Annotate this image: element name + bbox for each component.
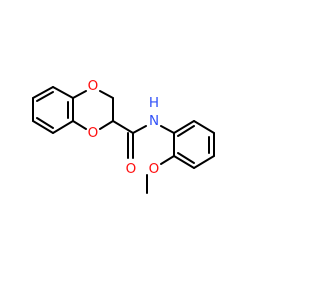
atom-oxygen-ring-bottom: O — [88, 125, 99, 141]
bond-ring-o-top-ch2 — [99, 90, 114, 99]
bond-ring-ch-o-bottom — [99, 120, 114, 130]
bond-carbonyl-n — [132, 125, 147, 134]
molecule-structure: O O N H O O — [0, 0, 300, 300]
bond-aryl-4 — [193, 155, 215, 169]
bonds — [32, 86, 215, 194]
bond-aryl-double-3 — [177, 152, 195, 164]
atom-oxygen-methoxy: O — [149, 161, 160, 177]
background — [0, 0, 300, 300]
bond-ring-o-bottom-c — [72, 120, 87, 130]
atom-nitrogen: N — [149, 113, 159, 129]
bond-aryl-double-1 — [177, 125, 195, 137]
bond-n-aryl — [160, 125, 175, 134]
bond-aryl-2 — [193, 120, 215, 134]
bond-benzo-2 — [52, 86, 74, 99]
bond-ch-carbonyl — [112, 120, 134, 134]
atom-labels: O O N H O O — [88, 78, 160, 177]
bond-aryl-1 — [173, 120, 195, 134]
bond-benzo-double-3 — [36, 117, 54, 129]
atom-oxygen-ring-top: O — [88, 78, 99, 94]
atom-nitrogen-hydrogen: H — [149, 95, 159, 111]
bond-benzo-5 — [32, 120, 54, 134]
bond-benzo-4 — [52, 120, 74, 134]
bond-benzo-1 — [32, 86, 54, 99]
atom-oxygen-carbonyl: O — [126, 161, 137, 177]
bond-benzo-double-1 — [36, 91, 54, 102]
bond-aryl-o-methoxy — [160, 155, 175, 165]
bond-ring-c-o-top — [72, 90, 87, 99]
bond-aryl-5 — [173, 155, 195, 169]
